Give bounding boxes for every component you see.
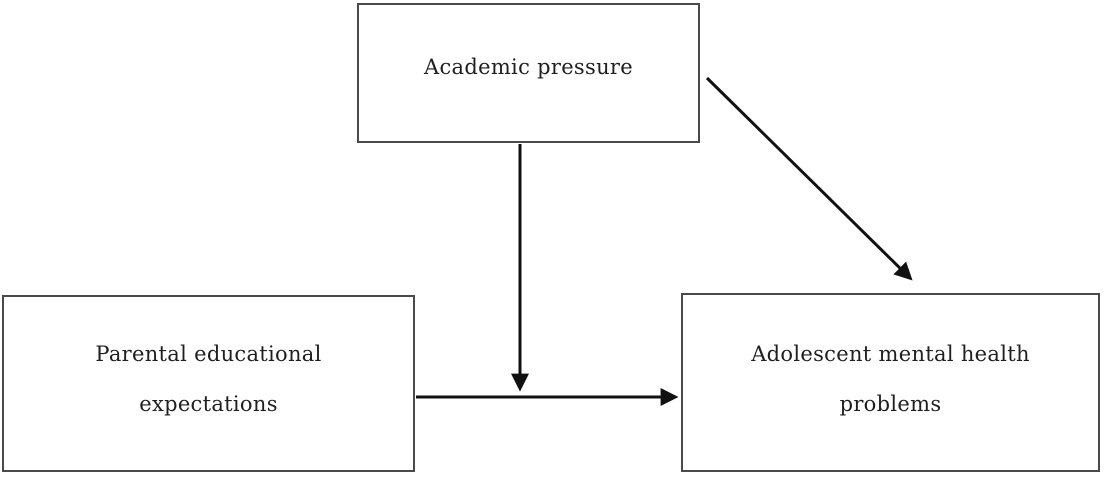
node-parental-expectations: Parental educational expectations bbox=[2, 295, 415, 472]
node-mental-health-problems-label-line2: problems bbox=[839, 391, 942, 416]
node-parental-expectations-label-line1: Parental educational bbox=[95, 342, 322, 366]
node-academic-pressure: Academic pressure bbox=[357, 3, 700, 143]
node-parental-expectations-label-line2: expectations bbox=[139, 392, 278, 416]
node-mental-health-problems: Adolescent mental health problems bbox=[681, 293, 1100, 472]
node-academic-pressure-label: Academic pressure bbox=[424, 55, 633, 79]
node-mental-health-problems-label-line1: Adolescent mental health bbox=[751, 341, 1030, 366]
arrow-academic-pressure-to-mental-health bbox=[705, 76, 913, 281]
